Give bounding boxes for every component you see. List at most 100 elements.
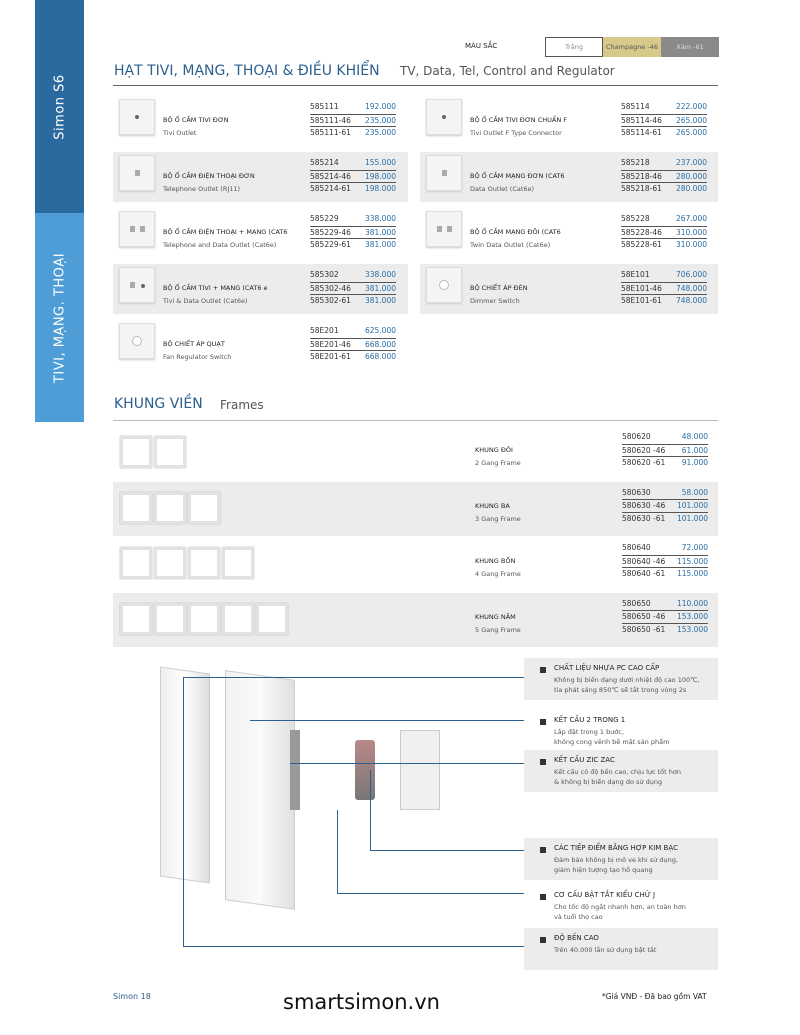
feature-desc: Lắp đặt trong 1 bước, [554,728,624,736]
frame-name-en: 3 Gang Frame [475,514,521,523]
product-code: 58E201 [310,326,339,335]
frame-name-en: 2 Gang Frame [475,459,521,467]
product-code: 585218-46 [621,171,662,181]
price: 115.000 [676,569,708,578]
product-row: BỘ Ổ CẮM ĐIỆN THOẠI + MẠNG (CAT6 Telepho… [113,208,408,258]
product-code: 585302-61 [310,296,351,305]
price: 58.000 [681,487,708,497]
mechanism [400,730,440,810]
feature-desc: giảm hiện tượng tạo hồ quang [554,866,653,874]
frame-gang-image [256,602,288,635]
website[interactable]: smartsimon.vn [283,990,440,1014]
product-name-en: Dimmer Switch [470,297,520,305]
section-label: TIVI, MẠNG. THOẠI [52,252,67,383]
product-name: BỘ Ổ CẮM MẠNG ĐƠN (CAT6 [470,172,565,180]
frame-name: KHUNG BỐN [475,557,516,565]
price: 101.000 [676,513,708,523]
feature-desc: và tuổi thọ cao [554,913,603,921]
product-code: 580620 -61 [622,458,666,467]
product-name-en: Tivi & Data Outlet (Cat6e) [163,297,248,305]
price: 155.000 [364,158,396,167]
price-row: 585214 155.000 [310,157,396,170]
product-image [119,323,155,359]
price: 381.000 [364,227,396,237]
leader-line [370,770,371,850]
price-row: 580640 -61 115.000 [622,567,708,580]
product-code: 58E101-46 [621,283,662,293]
product-code: 585111-61 [310,128,351,137]
frame-name-en: 4 Gang Frame [475,570,521,578]
price: 267.000 [675,214,707,223]
leader-line [370,850,524,851]
leader-line [337,810,338,893]
sidebar-section-tab: TIVI, MẠNG. THOẠI [35,213,84,422]
product-code: 580640 [622,543,651,552]
price-row: 585228 267.000 [621,213,707,226]
color-label: MÀU SẮC [465,42,498,50]
leader-line [250,720,524,721]
price: 748.000 [675,296,707,305]
frame-gang-image [222,547,254,579]
product-code: 580620 -46 [622,445,666,455]
price: 222.000 [675,102,707,111]
product-code: 580650 [622,598,651,608]
product-code: 585214 [310,158,339,167]
product-image [426,211,462,247]
feature-desc: Trên 40.000 lần sử dụng bật tắt [554,946,657,954]
price: 338.000 [364,270,396,279]
product-code: 585111 [310,102,339,111]
product-name-en: Twin Data Outlet (Cat6e) [470,241,551,249]
product-name: BỘ CHIẾT ÁP QUẠT [163,340,225,348]
frame-gang-image [222,602,254,635]
price: 338.000 [364,214,396,223]
frame-gang-image [188,547,220,579]
feature-title: KẾT CẤU ZIC ZAC [554,756,615,764]
price: 235.000 [364,128,396,137]
price: 310.000 [675,240,707,249]
frame-gang-image [120,602,152,635]
feature-title: CHẤT LIỆU NHỰA PC CAO CẤP [554,664,660,672]
product-name-en: Telephone and Data Outlet (Cat6e) [163,241,277,249]
section-title: HẠT TIVI, MẠNG, THOẠI & ĐIỀU KHIỂN [114,63,380,79]
price: 381.000 [364,283,396,293]
product-code: 585214-61 [310,184,351,193]
product-code: 585114-61 [621,128,662,137]
section-subtitle: TV, Data, Tel, Control and Regulator [400,64,615,78]
frame-name: KHUNG ĐÔI [475,446,513,454]
product-name-en: Fan Regulator Switch [163,353,232,361]
product-name: BỘ CHIẾT ÁP ĐÈN [470,284,528,292]
product-image [426,99,462,135]
leader-line [183,677,184,947]
price: 153.000 [676,612,708,621]
product-code: 585302-46 [310,283,351,293]
feature-desc: & không bị biến dạng do sử dụng [554,778,663,786]
product-code: 580640 -61 [622,569,666,578]
price: 237.000 [675,158,707,167]
product-row: BỘ Ổ CẮM ĐIỆN THOẠI ĐƠN Telephone Outlet… [113,152,408,202]
product-code: 585218-61 [621,184,662,193]
cover-plate [160,666,210,884]
product-code: 585228-61 [621,240,662,249]
price-note: *Giá VNĐ - Đã bao gồm VAT [602,992,707,1001]
price-row: 585302-46 381.000 [310,281,396,295]
switch-body [225,670,295,910]
product-code: 585228-46 [621,227,662,237]
feature-title: KẾT CẤU 2 TRONG 1 [554,716,626,724]
product-image [119,99,155,135]
product-code: 585228 [621,214,650,223]
